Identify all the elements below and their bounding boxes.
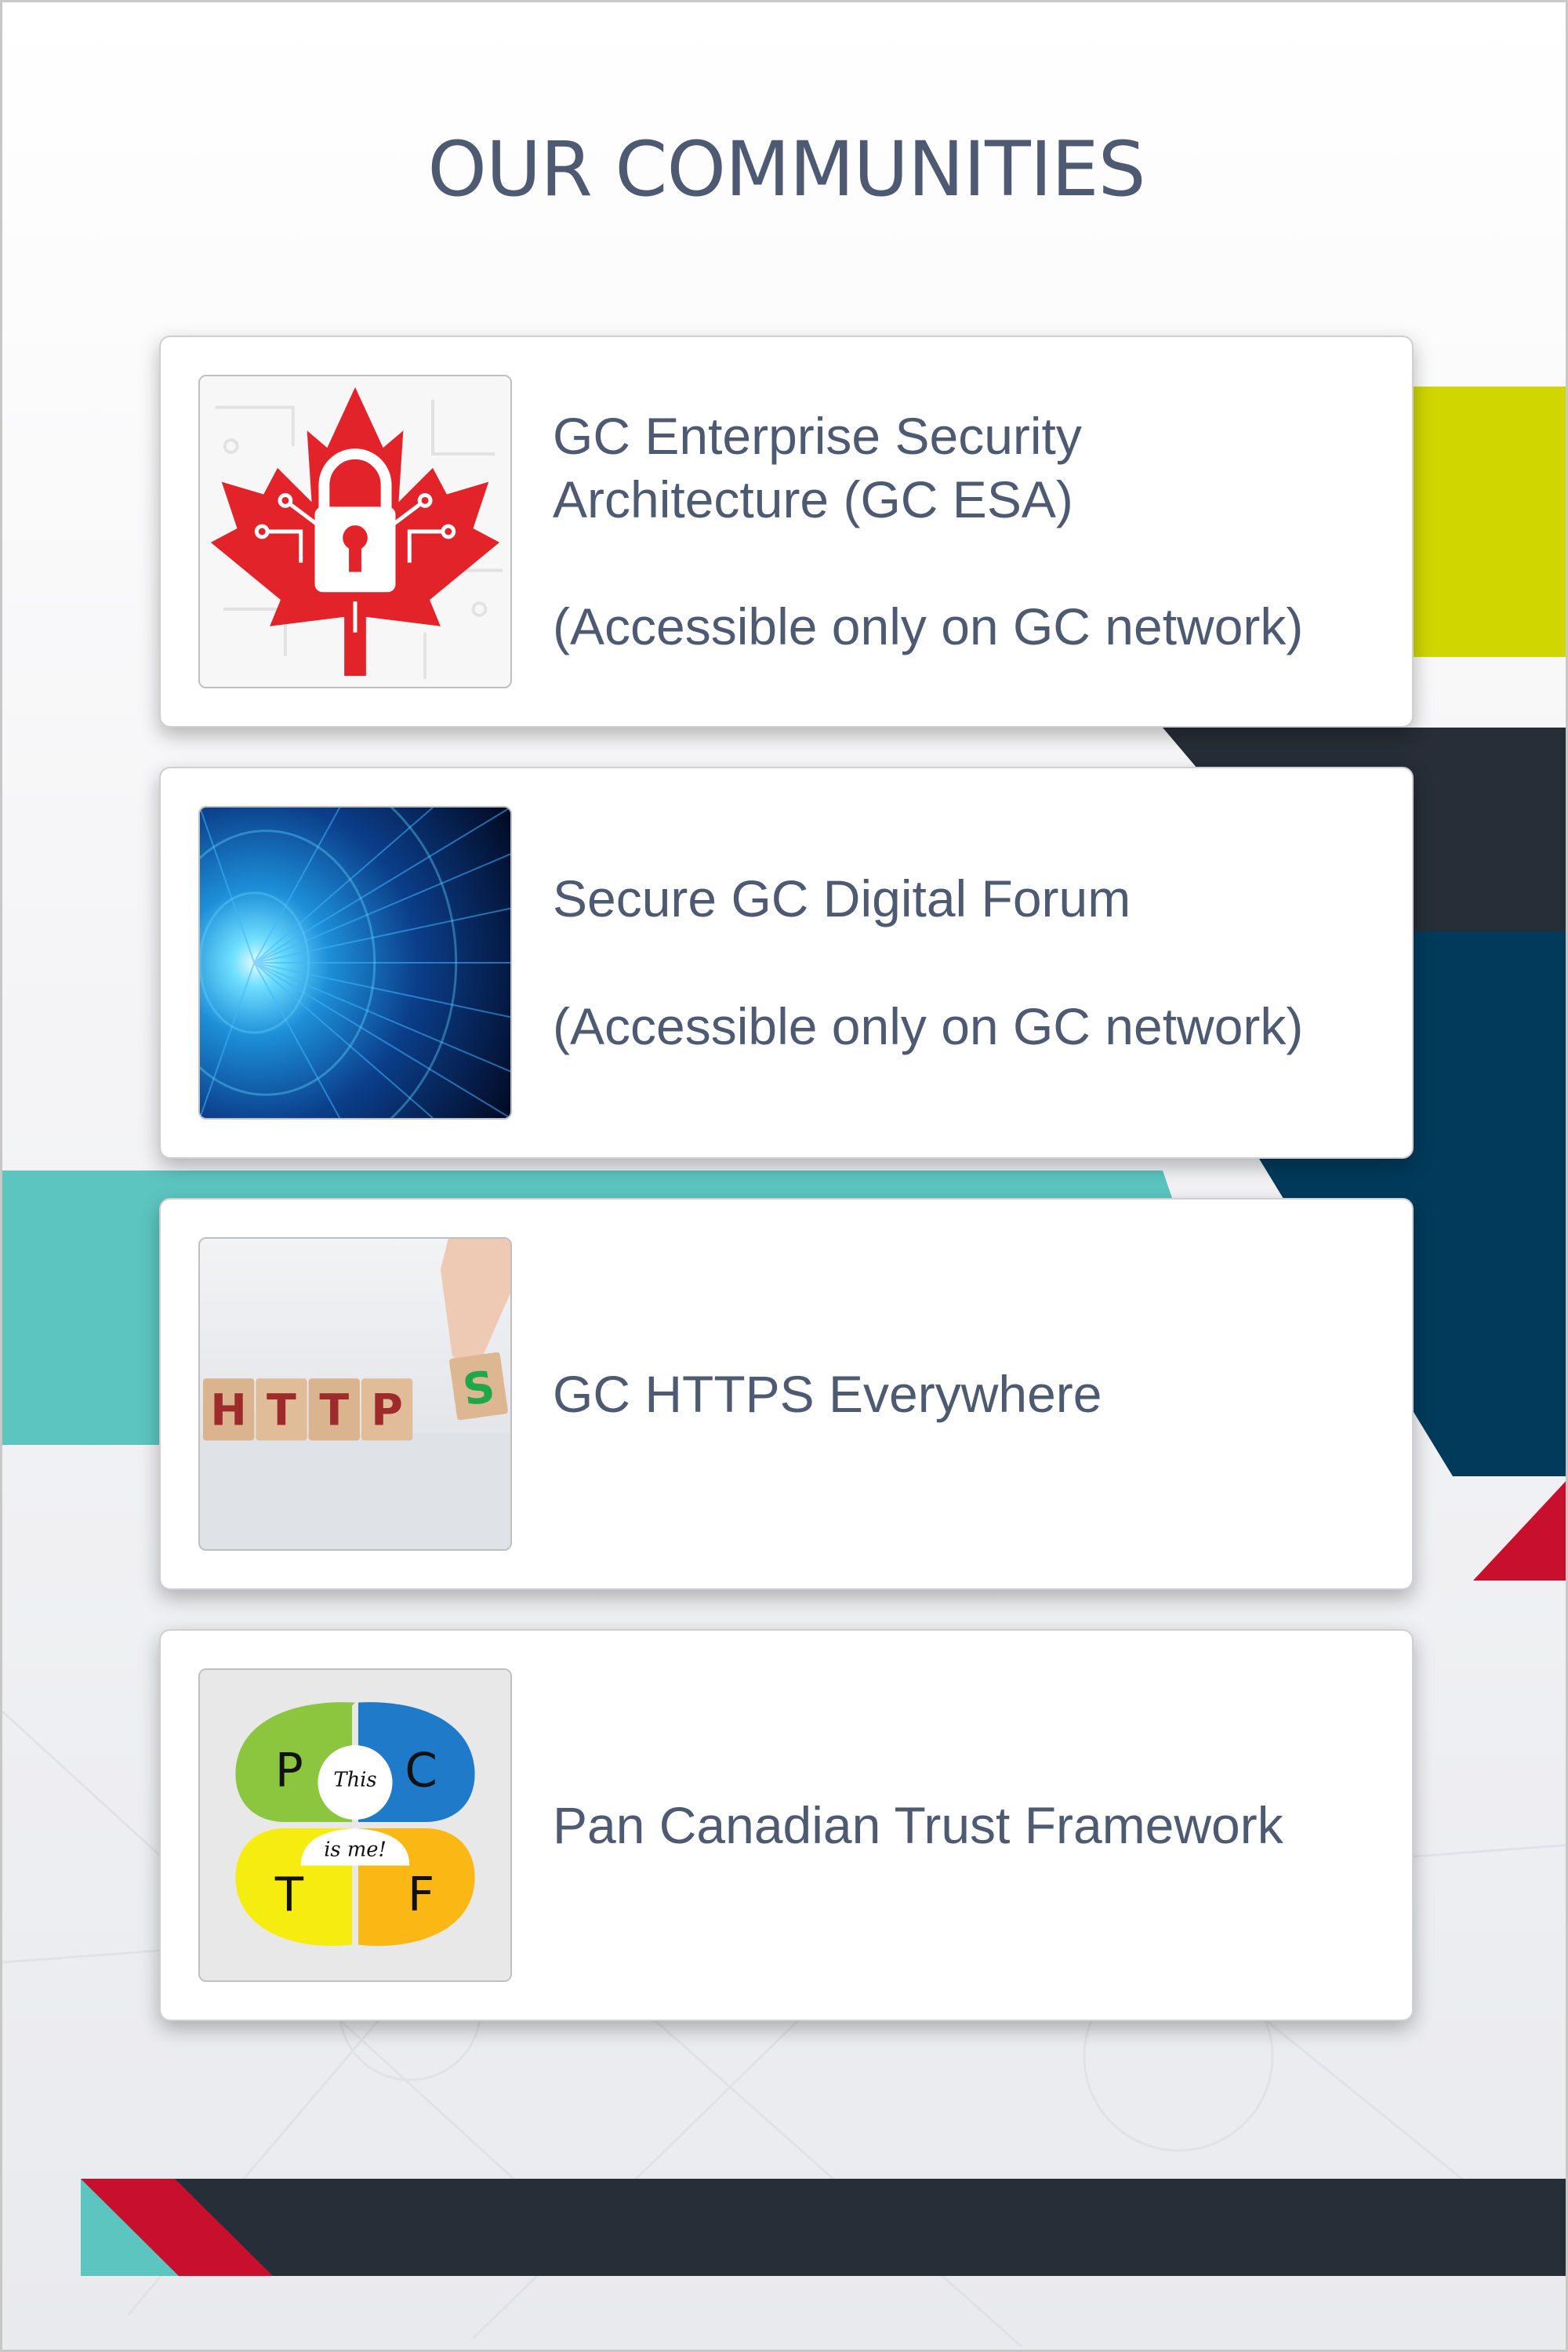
community-card-gc-https-everywhere[interactable]: H T T P S GC HTTPS Everywhere	[159, 1198, 1414, 1590]
digital-tunnel-image	[198, 806, 512, 1120]
http-blocks-image: H T T P S	[198, 1237, 512, 1551]
community-card-secure-gc-digital-forum[interactable]: Secure GC Digital Forum (Accessible only…	[159, 767, 1414, 1159]
maple-leaf-lock-icon	[198, 375, 512, 688]
community-title-line1: Pan Canadian Trust Framework	[553, 1795, 1283, 1854]
red-triangle	[1473, 1481, 1566, 1581]
lime-band	[1382, 387, 1566, 657]
community-card-gc-esa[interactable]: GC Enterprise Security Architecture (GC …	[159, 336, 1414, 728]
http-letter-h: H	[210, 1386, 246, 1436]
community-text: Pan Canadian Trust Framework	[553, 1631, 1365, 2020]
http-letter-p: P	[371, 1386, 403, 1436]
pctf-text-is-me: is me!	[324, 1838, 387, 1862]
community-title-line1: GC HTTPS Everywhere	[553, 1364, 1102, 1423]
pctf-text-this: This	[333, 1769, 376, 1792]
community-text: GC Enterprise Security Architecture (GC …	[553, 337, 1365, 726]
community-text: Secure GC Digital Forum (Accessible only…	[553, 768, 1365, 1157]
community-text: GC HTTPS Everywhere	[553, 1200, 1365, 1588]
community-title-line2: Architecture (GC ESA)	[553, 470, 1073, 528]
pctf-letter-c: C	[405, 1744, 437, 1798]
page-title: OUR COMMUNITIES	[427, 125, 1145, 213]
community-card-pan-canadian-trust-framework[interactable]: P C T F This is me! Pan Canadian Trust F…	[159, 1629, 1414, 2021]
footer-dark-bar	[81, 2179, 1566, 2276]
pctf-letter-f: F	[408, 1868, 434, 1922]
https-letter-s: S	[460, 1362, 498, 1416]
pctf-letter-t: T	[274, 1868, 304, 1922]
community-title-line1: GC Enterprise Security	[553, 407, 1082, 466]
pctf-logo: P C T F This is me!	[198, 1668, 512, 1982]
http-letter-t2: T	[319, 1386, 349, 1436]
access-note: (Accessible only on GC network)	[553, 597, 1304, 656]
community-title-line1: Secure GC Digital Forum	[553, 869, 1131, 928]
http-letter-t: T	[267, 1386, 296, 1436]
access-note: (Accessible only on GC network)	[553, 997, 1304, 1055]
footer-teal-corner	[81, 2179, 179, 2276]
footer-red-stripe	[81, 2179, 273, 2276]
pctf-letter-p: P	[275, 1744, 303, 1798]
